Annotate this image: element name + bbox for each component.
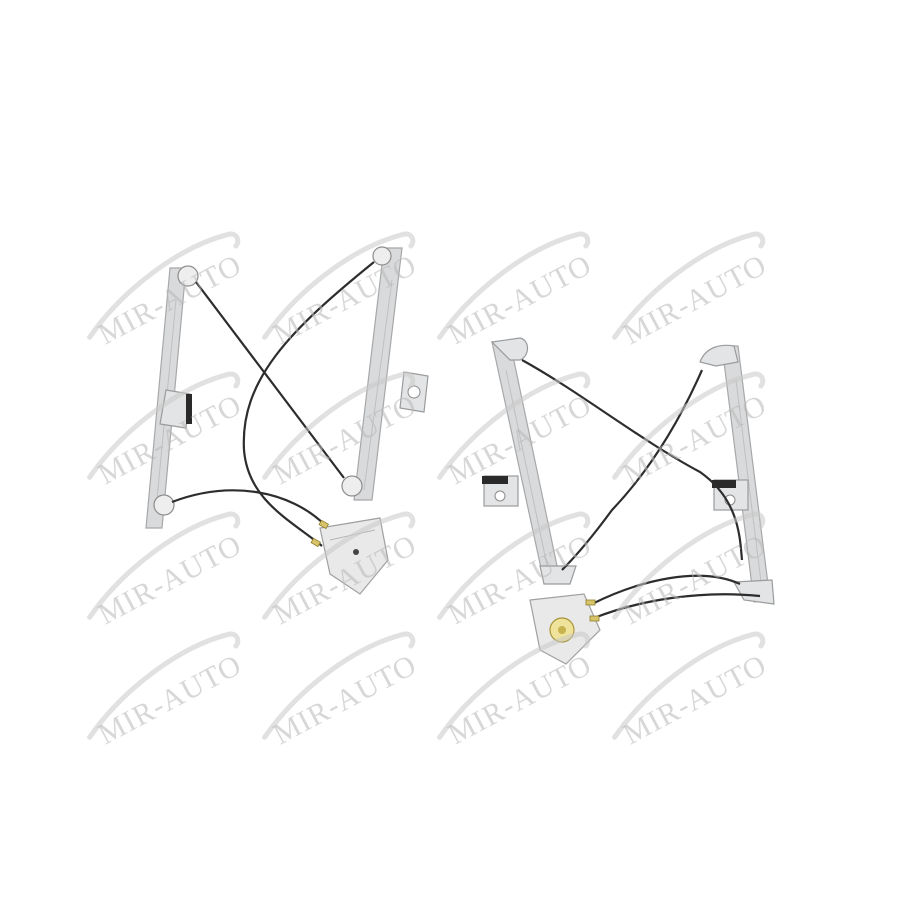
pulley-top-left [177,265,199,287]
car-swoosh-icon [612,371,766,480]
cable [171,489,327,527]
car-swoosh-icon [437,631,591,740]
car-swoosh-icon [87,631,241,740]
car-swoosh-icon [262,371,416,480]
car-swoosh-icon [437,371,591,480]
glass-bracket-left [482,475,519,507]
car-swoosh-icon [262,231,416,340]
car-swoosh-icon [87,231,241,340]
cable [242,261,375,547]
cable [591,574,741,605]
right-rail-a [490,337,561,583]
cable [521,359,744,561]
car-swoosh-icon [87,371,241,480]
car-swoosh-icon [612,511,766,620]
pulley-top-right [372,246,392,266]
car-swoosh-icon [612,231,766,340]
right-window-regulator [482,337,775,665]
glass-bracket-right [712,479,749,511]
top-pulley-plate [490,337,529,361]
car-swoosh-icon [262,631,416,740]
top-pulley-plate [699,344,739,367]
car-swoosh-icon [437,231,591,340]
car-swoosh-icon [262,511,416,620]
glass-bracket-right [399,371,429,413]
car-swoosh-icon [437,511,591,620]
car-swoosh-icon [612,631,766,740]
bottom-pulley-bracket [539,565,577,585]
motor-mount-plate-left [310,517,389,595]
cable [593,593,761,620]
cable [195,281,345,479]
pulley-bottom-left [153,494,175,516]
pulley-bottom-right [341,475,363,497]
car-swoosh-icon [87,511,241,620]
